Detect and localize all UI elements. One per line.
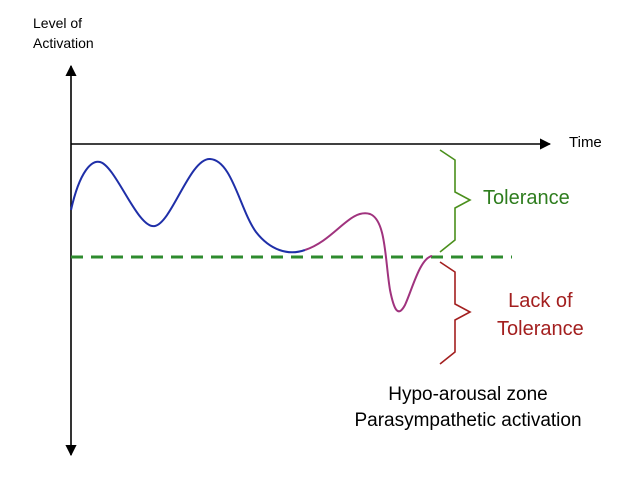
hypo-arousal-zone-label: Hypo-arousal zone Parasympathetic activa… <box>330 382 606 434</box>
activation-curve-blue <box>70 157 306 254</box>
activation-curve-magenta <box>304 212 433 313</box>
tolerance-label: Tolerance <box>483 187 570 209</box>
lack-of-tolerance-line1: Lack of <box>508 290 573 312</box>
y-axis-label: Level of Activation <box>33 13 94 53</box>
zone-label-line1: Hypo-arousal zone <box>388 384 548 405</box>
lack-of-tolerance-line2: Tolerance <box>497 318 584 340</box>
zone-label-line2: Parasympathetic activation <box>354 410 582 431</box>
lack-of-tolerance-bracket <box>439 261 472 365</box>
y-axis-label-line1: Level of <box>33 15 83 31</box>
x-axis-label: Time <box>569 134 602 151</box>
lack-of-tolerance-label: Lack of Tolerance <box>497 287 584 343</box>
tolerance-bracket <box>439 149 472 253</box>
y-axis-label-line2: Activation <box>33 35 94 51</box>
